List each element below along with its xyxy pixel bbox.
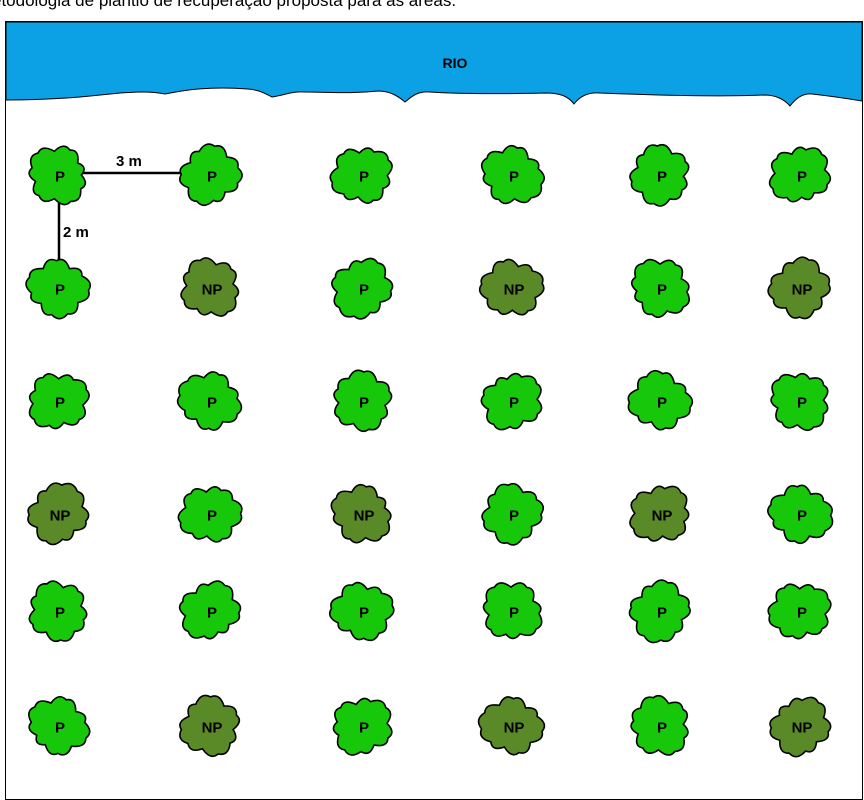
- tree-label: NP: [354, 508, 375, 525]
- non-pioneer-tree: NP: [630, 486, 689, 541]
- spacing-label-vertical: 2 m: [63, 224, 89, 241]
- tree-label: P: [359, 282, 369, 299]
- tree-label: NP: [504, 720, 525, 737]
- tree-label: P: [657, 395, 667, 412]
- tree-label: P: [657, 169, 667, 186]
- tree-label: NP: [792, 720, 813, 737]
- tree-label: P: [797, 395, 807, 412]
- tree-label: P: [359, 395, 369, 412]
- tree-label: NP: [792, 282, 813, 299]
- tree-label: P: [55, 282, 65, 299]
- non-pioneer-tree: NP: [181, 258, 238, 316]
- tree-label: P: [657, 282, 667, 299]
- tree-label: P: [207, 605, 217, 622]
- tree-label: NP: [652, 508, 673, 525]
- tree-label: P: [509, 169, 519, 186]
- pioneer-tree: P: [29, 146, 85, 204]
- tree-label: NP: [202, 720, 223, 737]
- pioneer-tree: P: [483, 583, 541, 639]
- tree-label: P: [509, 508, 519, 525]
- tree-label: P: [207, 169, 217, 186]
- tree-label: P: [55, 169, 65, 186]
- tree-label: P: [207, 395, 217, 412]
- tree-label: P: [797, 169, 807, 186]
- tree-label: P: [359, 169, 369, 186]
- tree-label: P: [657, 605, 667, 622]
- tree-label: P: [797, 508, 807, 525]
- tree-label: P: [359, 720, 369, 737]
- tree-label: NP: [50, 508, 71, 525]
- tree-label: NP: [504, 282, 525, 299]
- tree-label: P: [359, 605, 369, 622]
- tree-label: P: [657, 720, 667, 737]
- tree-label: P: [55, 395, 65, 412]
- tree-label: NP: [202, 282, 223, 299]
- tree-label: P: [207, 508, 217, 525]
- tree-label: P: [509, 395, 519, 412]
- tree-label: P: [797, 605, 807, 622]
- tree-label: P: [55, 720, 65, 737]
- tree-label: P: [55, 605, 65, 622]
- river-label: RIO: [443, 55, 468, 71]
- area-frame: [6, 22, 863, 800]
- pioneer-tree: P: [771, 374, 828, 431]
- tree-label: P: [509, 605, 519, 622]
- spacing-label-horizontal: 3 m: [116, 153, 142, 170]
